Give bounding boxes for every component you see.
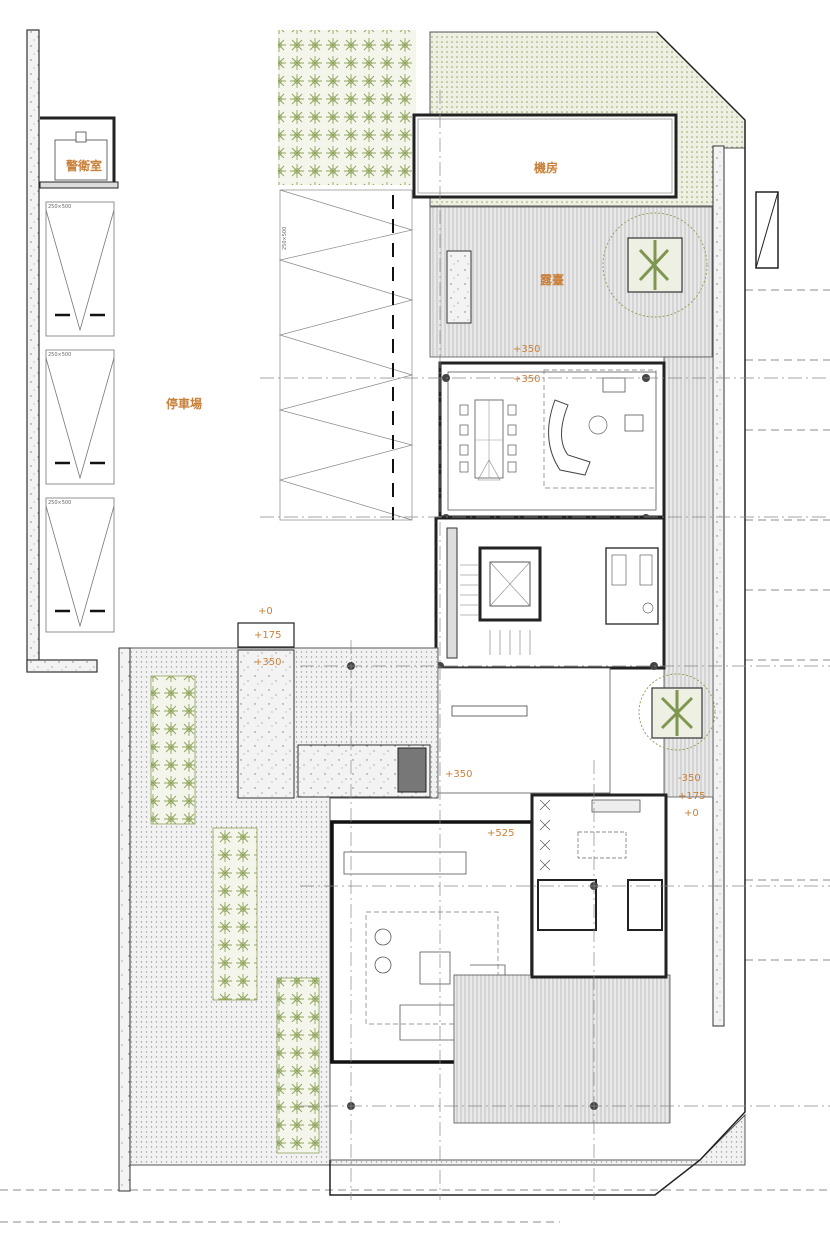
stall-1-dimension: 250×500 [48,204,71,210]
planter-2 [212,827,258,1001]
planter-3 [276,977,320,1154]
entry-step [237,622,295,648]
entry-stairs [397,747,427,793]
planter-1 [150,675,196,825]
stall-3-dimension: 250×500 [48,500,71,506]
level-ground: +0 [258,606,273,617]
level-side-175: +175 [678,791,705,802]
tree-east [638,673,716,751]
level-terrace: +350 [513,344,540,355]
guard-room [39,116,119,189]
parking-label: 停車場 [166,396,202,411]
corridor [437,667,611,794]
guard-room-label: 警衛室 [65,158,102,173]
living-room [438,361,666,522]
site-boundary [0,289,830,1223]
parking-west-wall [26,29,40,671]
service-core [434,516,666,670]
machine-room [412,113,678,199]
terrace-label: 露臺 [540,272,564,287]
parking-south-wall [26,659,98,673]
level-hall-525: +525 [487,828,514,839]
level-entry-350: +350 [254,657,281,668]
southeast-deck [453,974,671,1124]
site-outline [329,31,746,1196]
entry-slab-1 [237,649,295,799]
parking-stalls [45,201,115,633]
level-stair-350: +350 [445,769,472,780]
level-side-minus350: -350 [678,773,701,784]
planting-top [278,30,416,185]
east-wall [712,145,725,1027]
ramp-dimension: 250×500 [282,227,288,250]
machine-room-label: 機房 [534,160,558,175]
corridor-bench [451,705,528,717]
grid-axes [260,90,830,1200]
level-living: +350 [513,374,540,385]
terrace-planter [446,250,472,324]
tree-northeast [602,212,708,318]
stall-2-dimension: 250×500 [48,352,71,358]
courtyard-west-wall [118,647,131,1192]
level-entry-175: +175 [254,630,281,641]
drive-ramp [278,189,414,521]
level-side-zero: +0 [684,808,699,819]
